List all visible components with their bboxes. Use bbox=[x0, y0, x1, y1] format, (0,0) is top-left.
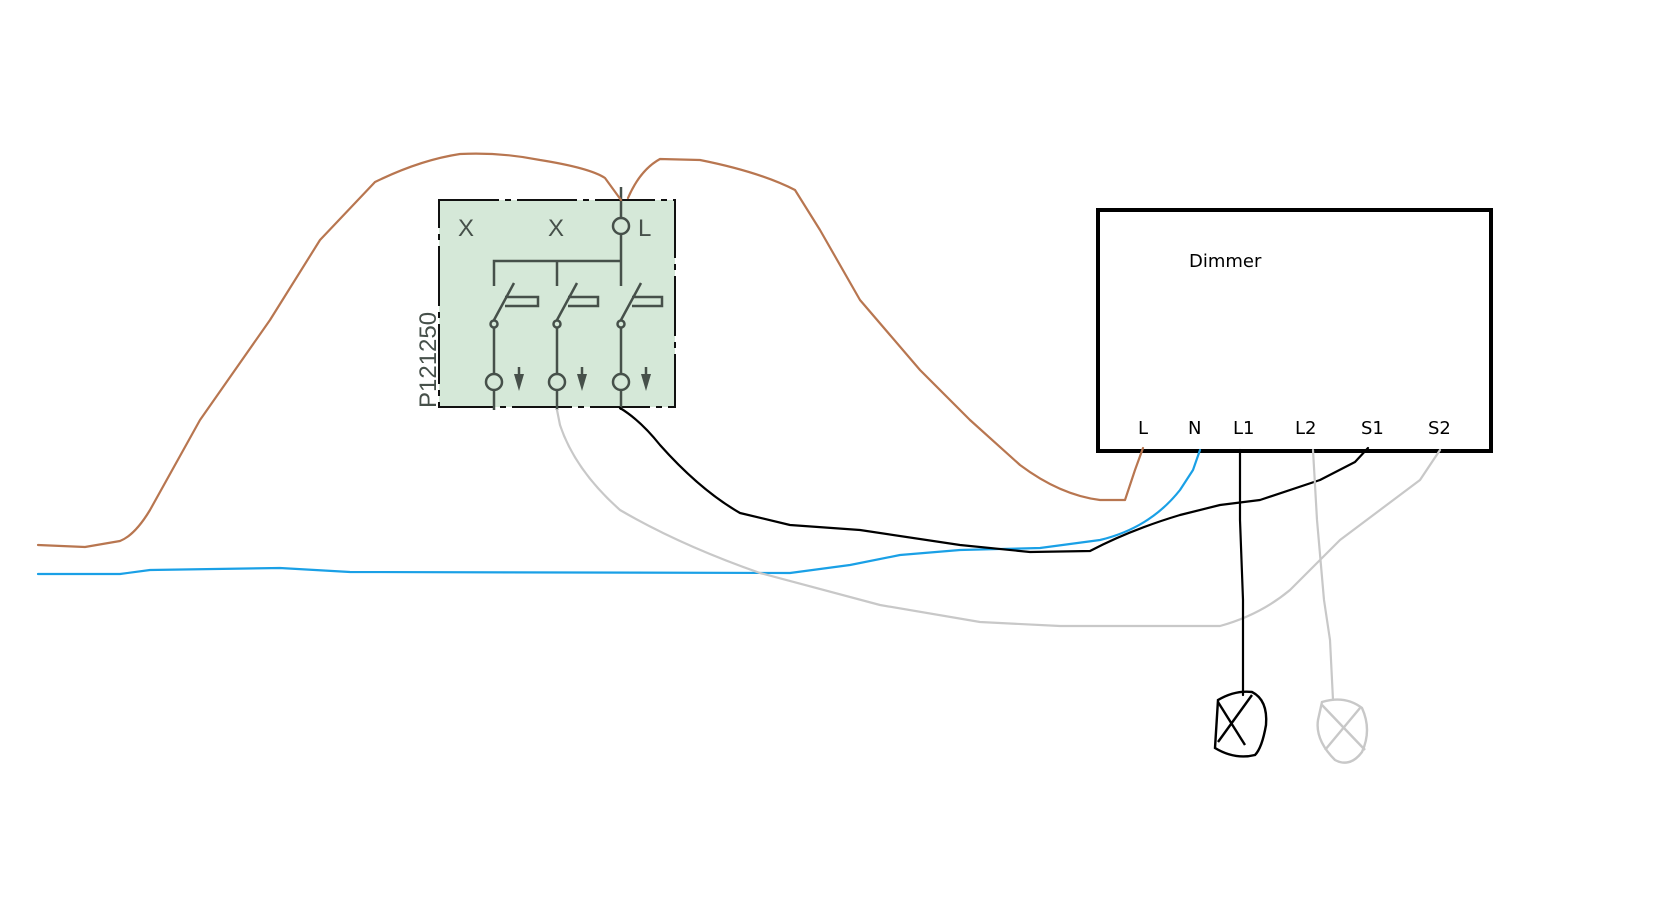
dimmer-title: Dimmer bbox=[1189, 251, 1262, 272]
switch-contact-3 bbox=[611, 282, 664, 410]
switch-label-x2: X bbox=[548, 215, 564, 242]
grey-wire-l2-to-lamp bbox=[1311, 448, 1335, 702]
blue-neutral-wire bbox=[36, 448, 1202, 576]
terminal-s2: S2 bbox=[1428, 418, 1451, 439]
part-number: P121250 bbox=[415, 312, 442, 408]
terminal-n: N bbox=[1188, 418, 1201, 439]
terminal-l2: L2 bbox=[1295, 418, 1316, 439]
dimmer-box: Dimmer L N L1 L2 S1 S2 bbox=[1096, 208, 1493, 453]
lamp-2-icon bbox=[1316, 698, 1369, 764]
switch-box: X X L P121250 bbox=[415, 187, 676, 410]
black-wire-l1-to-lamp bbox=[1238, 448, 1245, 697]
switch-contact-1 bbox=[484, 282, 540, 410]
lamp-1-icon bbox=[1213, 690, 1268, 758]
switch-contact-2 bbox=[547, 282, 600, 410]
black-wire-switch-to-s1 bbox=[618, 406, 1370, 554]
brown-wire-to-dimmer bbox=[626, 157, 1145, 502]
switch-label-l: L bbox=[638, 215, 651, 242]
brown-wire-supply bbox=[36, 152, 623, 549]
terminal-s1: S1 bbox=[1361, 418, 1384, 439]
switch-label-x1: X bbox=[458, 215, 474, 242]
terminal-l: L bbox=[1138, 418, 1148, 439]
grey-wire-switch-to-s2 bbox=[555, 408, 1442, 628]
terminal-l1: L1 bbox=[1233, 418, 1254, 439]
switch-symbols bbox=[484, 187, 664, 410]
